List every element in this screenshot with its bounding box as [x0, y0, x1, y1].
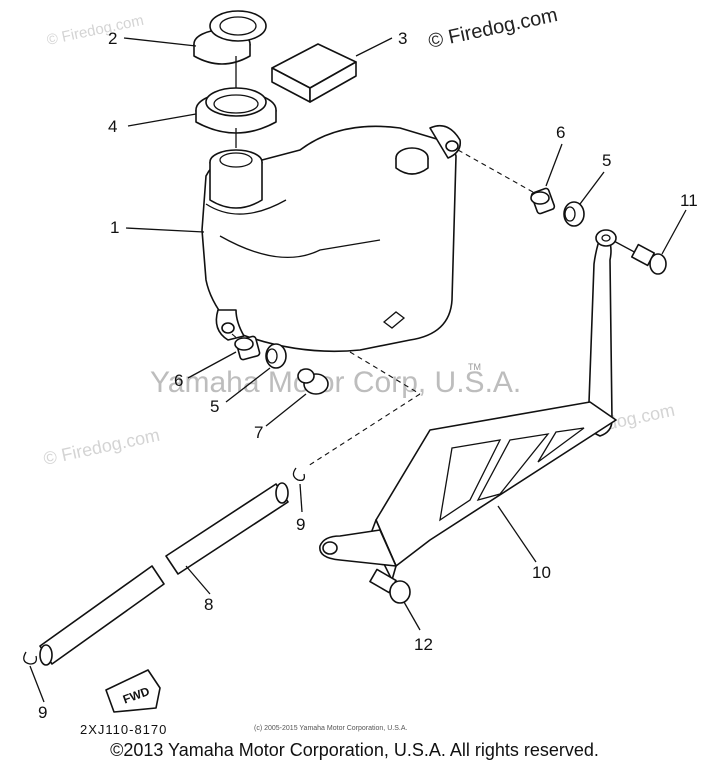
callout-6: 6 [174, 371, 183, 390]
part-1-fuel-tank [201, 124, 462, 353]
leader-line [225, 367, 271, 403]
callout-9: 9 [38, 703, 47, 722]
part-6-collar-lower [234, 335, 261, 361]
watermark-firedog: © Firedog.com [45, 12, 145, 49]
watermark-firedog: © Firedog.com [42, 425, 162, 469]
part-12-bolt [369, 568, 411, 604]
part-5-grommet-upper [563, 201, 585, 227]
part-5-grommet-lower [265, 343, 287, 369]
leader-line [661, 209, 687, 255]
watermark-yamaha: Yamaha Motor Corp, U.S.A. [150, 366, 521, 399]
callout-7: 7 [254, 423, 263, 442]
part-9-clip-upper [292, 467, 306, 482]
leader-line [265, 393, 307, 427]
watermark-firedog: © Firedog.com [426, 4, 559, 53]
leader-line [125, 227, 205, 233]
watermark-tm: TM [468, 362, 481, 372]
leader-line [579, 171, 605, 205]
part-2-cap [193, 10, 267, 65]
callout-2: 2 [108, 29, 117, 48]
part-11-bolt [611, 239, 667, 275]
callout-11: 11 [680, 191, 698, 210]
leader-line [123, 37, 197, 47]
callout-8: 8 [204, 595, 213, 614]
small-copyright: (c) 2005-2015 Yamaha Motor Corporation, … [254, 725, 407, 732]
callout-5: 5 [210, 397, 219, 416]
callout-6: 6 [556, 123, 565, 142]
leader-line [497, 505, 537, 563]
part-10-bracket [319, 229, 617, 581]
guide-line [457, 149, 541, 197]
guide-line [307, 393, 421, 467]
callout-5: 5 [602, 151, 611, 170]
callout-4: 4 [108, 117, 117, 136]
leader-line [545, 143, 563, 187]
leader-line [299, 483, 303, 513]
leader-line [127, 113, 197, 127]
leader-line [403, 601, 421, 631]
part-3-box [271, 43, 357, 103]
guide-line [349, 351, 421, 395]
diagram-code: 2XJ110-8170 [80, 722, 167, 737]
part-9-clip-lower [23, 651, 38, 665]
part-7-bolt [297, 368, 329, 395]
leader-line [187, 351, 237, 379]
leader-line [185, 565, 211, 595]
part-8-hose [39, 482, 289, 666]
leader-line [355, 37, 393, 57]
callout-12: 12 [414, 635, 433, 654]
fwd-arrow-icon: FWD [105, 669, 161, 713]
callout-3: 3 [398, 29, 407, 48]
part-6-collar-upper [530, 187, 556, 215]
copyright-footer: ©2013 Yamaha Motor Corporation, U.S.A. A… [110, 740, 599, 760]
leader-line [29, 665, 45, 703]
callout-9: 9 [296, 515, 305, 534]
part-4-ring [195, 87, 277, 134]
callout-1: 1 [110, 218, 119, 237]
callout-10: 10 [532, 563, 551, 582]
